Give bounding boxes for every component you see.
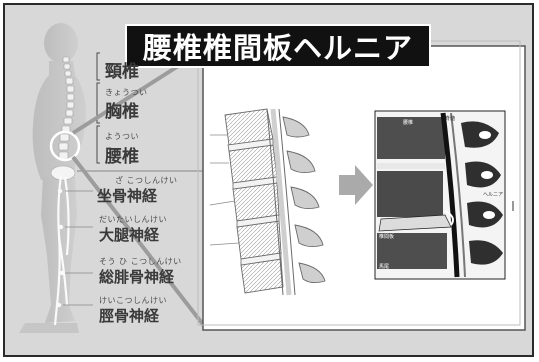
nerve-ruby-peroneal: そう ひ こつしんけい [99, 257, 182, 266]
spine-brackets [96, 52, 100, 164]
lumbar-highlight-circle [49, 130, 81, 162]
body-silhouette [19, 23, 86, 333]
nerve-ruby-femoral: だいたいしんけい [99, 215, 167, 224]
spine-label-lumbar: 腰椎 [105, 147, 139, 167]
nerve-label-sciatic: 坐骨神経 [97, 187, 158, 205]
micrograph-label-spinal-cord: 脊髄 [445, 116, 456, 122]
spine-ruby-thoracic: きょうつい [105, 88, 148, 97]
nerve-label-lines [63, 190, 93, 306]
nerve-label-tibial: 脛骨神経 [99, 307, 160, 325]
title-banner: 腰椎椎間板ヘルニア [125, 24, 431, 68]
lumbar-hernia-illustration [19, 23, 526, 333]
nerve-ruby-tibial: けいこつしんけい [99, 296, 167, 305]
micrograph-label-cauda: 馬尾 [379, 264, 390, 270]
spine-column [58, 56, 75, 160]
spine-ruby-lumbar: ようつい [105, 132, 139, 141]
nerve-ruby-sciatic: ざ こつしんけい [115, 176, 178, 185]
micrograph-label-hernia: ヘルニア [483, 192, 504, 198]
pelvis [50, 165, 76, 181]
right-arrow-icon [339, 165, 373, 205]
spine-micrograph [374, 110, 506, 280]
nerve-label-femoral: 大腿神経 [99, 226, 160, 244]
illustration-frame: 腰椎椎間板ヘルニア 頸椎 きょうつい 胸椎 ようつい 腰椎 ざ こつしんけい 坐… [3, 3, 534, 357]
spine-label-cervical: 頸椎 [105, 62, 139, 82]
spine-label-thoracic: 胸椎 [105, 102, 139, 122]
micrograph-label-disc: 椎間板 [379, 234, 395, 240]
nerve-dots [56, 188, 65, 308]
nerve-label-peroneal: 総腓骨神経 [99, 268, 175, 286]
micrograph-label-lumbar: 腰椎 [403, 120, 414, 126]
spine-cross-section-drawing [209, 108, 326, 296]
